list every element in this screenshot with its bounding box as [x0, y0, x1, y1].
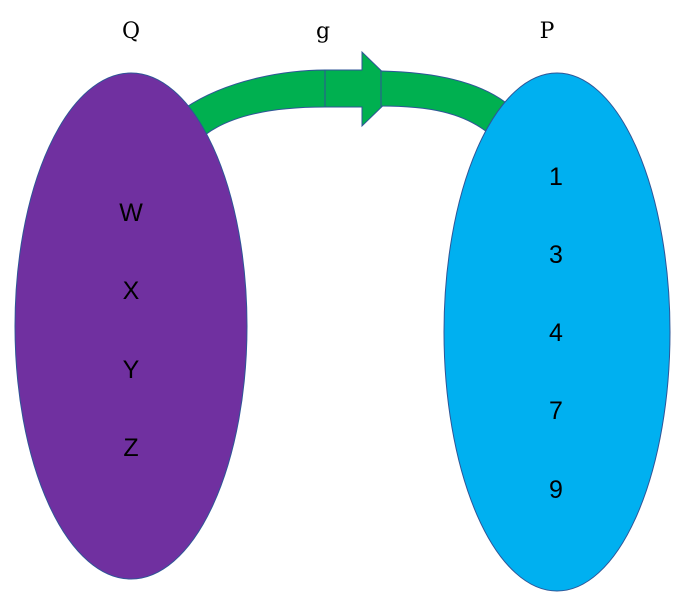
set-p-element: 7	[549, 397, 563, 425]
set-q-elements: W X Y Z	[119, 199, 143, 462]
set-q-element: Z	[123, 434, 138, 462]
set-p-ellipse	[443, 72, 671, 592]
mapping-arrow-body	[184, 69, 326, 136]
set-q-element: X	[123, 277, 140, 305]
set-p-element: 1	[549, 163, 563, 191]
set-q-label: Q	[122, 19, 140, 44]
set-q-ellipse	[14, 72, 248, 580]
set-p-elements: 1 3 4 7 9	[549, 163, 563, 504]
mapping-arrow-tail	[380, 70, 506, 133]
set-p-label: P	[540, 19, 555, 44]
set-p-element: 9	[549, 476, 563, 504]
set-p-element: 4	[549, 319, 563, 347]
set-q-element: W	[119, 199, 143, 227]
set-q-element: Y	[123, 356, 140, 384]
set-p-element: 3	[549, 241, 563, 269]
mapping-arrow-head	[324, 50, 401, 128]
mapping-label: g	[316, 19, 330, 44]
mapping-arrow	[184, 50, 506, 136]
